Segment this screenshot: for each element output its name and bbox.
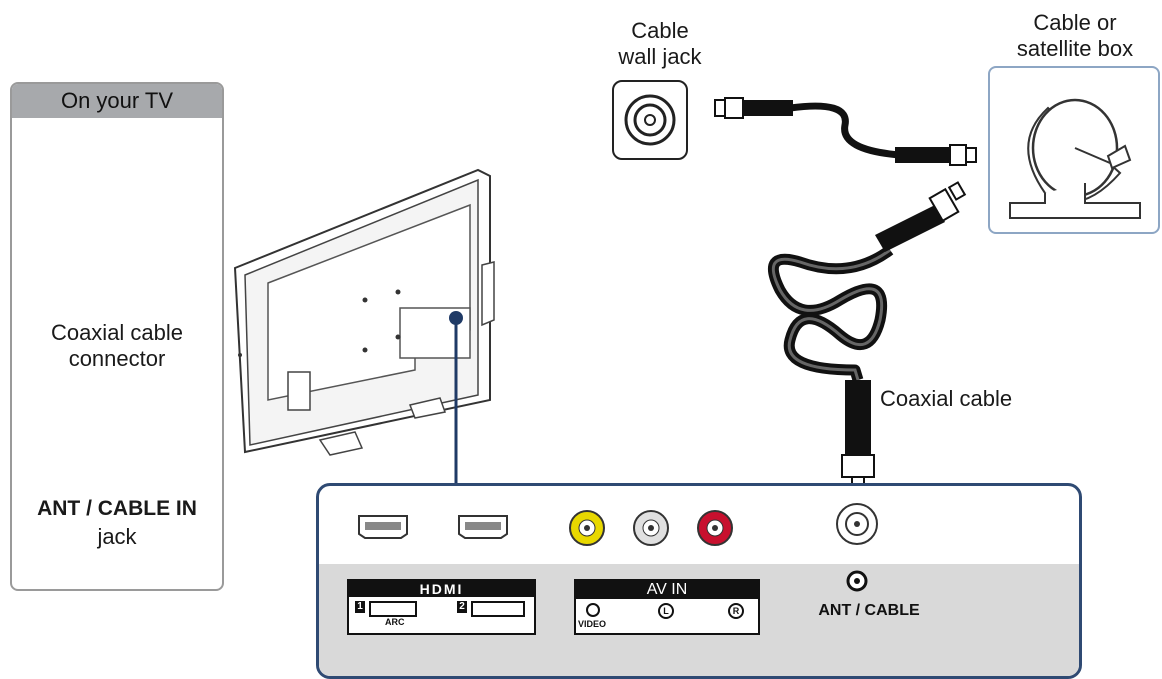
hdmi-2-number: 2 [457, 601, 467, 613]
video-label: VIDEO [578, 619, 607, 629]
av-in-title: AV IN [576, 581, 758, 599]
port-row [358, 503, 878, 592]
hdmi-label-block: HDMI 1 ARC 2 [347, 579, 536, 635]
ant-cable-panel-label: ANT / CABLE [818, 602, 920, 619]
tv-back-panel-closeup: HDMI 1 ARC 2 AV IN VIDEO L R ANT / CABLE [316, 483, 1082, 679]
panel-header: On your TV [12, 84, 222, 118]
coax-cable [767, 181, 967, 494]
ant-cable-symbol-icon [846, 570, 868, 592]
ant-cable-port-icon [836, 503, 878, 545]
jack-label: jack [97, 524, 137, 549]
video-symbol-icon [586, 603, 600, 617]
arc-label: ARC [385, 617, 405, 627]
on-your-tv-panel: On your TV Coaxial cable connector ANT /… [10, 82, 224, 591]
hdmi-port-2-icon [458, 515, 508, 539]
top-cable [714, 97, 977, 166]
ant-cable-in-label: ANT / CABLE IN [37, 497, 197, 520]
satellite-box-icon [988, 66, 1160, 234]
hdmi-port-1-icon [358, 515, 408, 539]
tv-back-illustration [233, 168, 495, 456]
hdmi-title: HDMI [349, 581, 534, 597]
left-audio-symbol: L [658, 603, 674, 619]
audio-left-jack-icon [633, 510, 669, 546]
right-audio-symbol: R [728, 603, 744, 619]
connection-diagram [67, 97, 977, 494]
audio-right-jack-icon [697, 510, 733, 546]
av-in-label-block: AV IN VIDEO L R [574, 579, 760, 635]
box-label: Cable or satellite box [1016, 10, 1134, 61]
coax-cable-label: Coaxial cable [880, 386, 1013, 411]
coax-connector-label: Coaxial cable connector [50, 320, 184, 371]
hdmi-2-symbol [471, 601, 525, 617]
wall-jack-label: Cable wall jack [618, 18, 702, 69]
hdmi-1-number: 1 [355, 601, 365, 613]
wall-jack-icon [612, 80, 688, 160]
hdmi-1-symbol [369, 601, 417, 617]
video-jack-icon [569, 510, 605, 546]
